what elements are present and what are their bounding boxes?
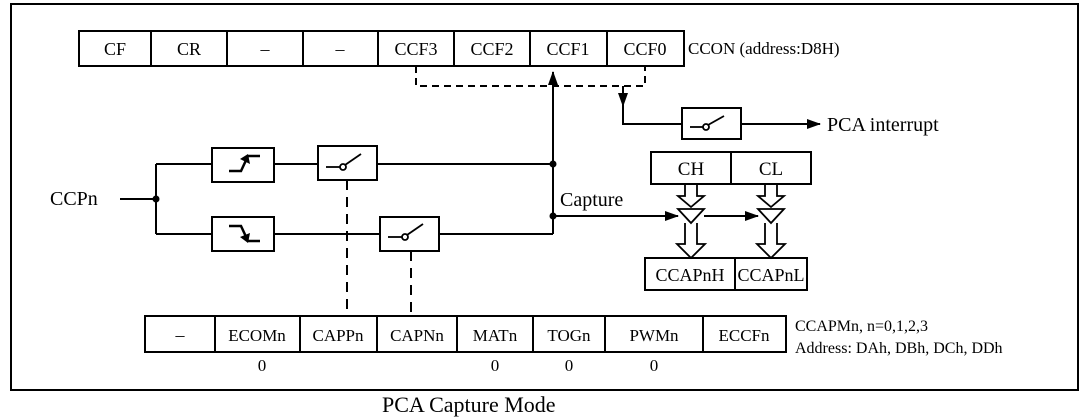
ccapm-bit-reserved: – xyxy=(175,325,186,345)
ccapm-bit-pwmn: PWMn xyxy=(629,326,679,345)
ccon-bit-cf: CF xyxy=(104,39,126,59)
ccon-bit-ccf2: CCF2 xyxy=(470,39,513,59)
ccpn-pin-label: CCPn xyxy=(50,188,98,210)
capnn-switch xyxy=(379,216,440,252)
ccon-bit-ccf0: CCF0 xyxy=(623,39,666,59)
capture-bus xyxy=(548,71,679,234)
ccf-dashed-bracket xyxy=(415,66,646,87)
ccapm-address: Address: DAh, DBh, DCh, DDh xyxy=(795,340,1003,357)
ccapmn-register: – ECOMn CAPPn CAPNn MATn TOGn PWMn ECCFn xyxy=(144,315,787,353)
ccapm-bit-capnn: CAPNn xyxy=(390,326,444,345)
ccon-label: CCON (address:D8H) xyxy=(688,39,840,58)
ccapm-bit-matn: MATn xyxy=(473,326,518,345)
ccapm-bit-cappn: CAPPn xyxy=(312,326,364,345)
falling-edge-detector xyxy=(211,216,275,252)
diagram-frame xyxy=(10,3,1079,391)
ccon-bit-cr: CR xyxy=(177,39,201,59)
diagram-caption: PCA Capture Mode xyxy=(382,392,556,417)
counter-ch-cl xyxy=(650,151,812,185)
cappn-switch xyxy=(317,145,378,181)
ccapnh-label: CCAPnH xyxy=(655,265,724,285)
ccon-register: CF CR – – CCF3 CCF2 CCF1 CCF0 xyxy=(78,30,685,67)
ccapnl-label: CCAPnL xyxy=(737,265,804,285)
input-wiring xyxy=(120,163,212,235)
ccon-bit-ccf3: CCF3 xyxy=(394,39,437,59)
rising-edge-detector xyxy=(211,147,275,183)
capture-registers xyxy=(644,257,808,291)
ccapm-bit-ecomn: ECOMn xyxy=(228,326,286,345)
ccapm-value-pwmn: 0 xyxy=(650,356,659,375)
ccapm-bit-togn: TOGn xyxy=(547,326,591,345)
interrupt-path xyxy=(618,86,821,140)
counter-high-label: CH xyxy=(678,159,705,180)
ccon-bit-reserved-1: – xyxy=(260,39,271,59)
ccapm-value-matn: 0 xyxy=(491,356,500,375)
counter-low-label: CL xyxy=(759,159,783,180)
capture-transfer-paths xyxy=(674,184,788,260)
ccon-bit-reserved-2: – xyxy=(335,39,346,59)
ccon-bit-ccf1: CCF1 xyxy=(546,39,589,59)
pca-interrupt-label: PCA interrupt xyxy=(827,114,939,136)
ccapm-value-ecomn: 0 xyxy=(258,356,267,375)
ccapm-label: CCAPMn, n=0,1,2,3 xyxy=(795,318,928,335)
capture-label: Capture xyxy=(560,189,623,211)
ccapm-value-togn: 0 xyxy=(565,356,574,375)
ccapm-bit-eccfn: ECCFn xyxy=(718,326,770,345)
